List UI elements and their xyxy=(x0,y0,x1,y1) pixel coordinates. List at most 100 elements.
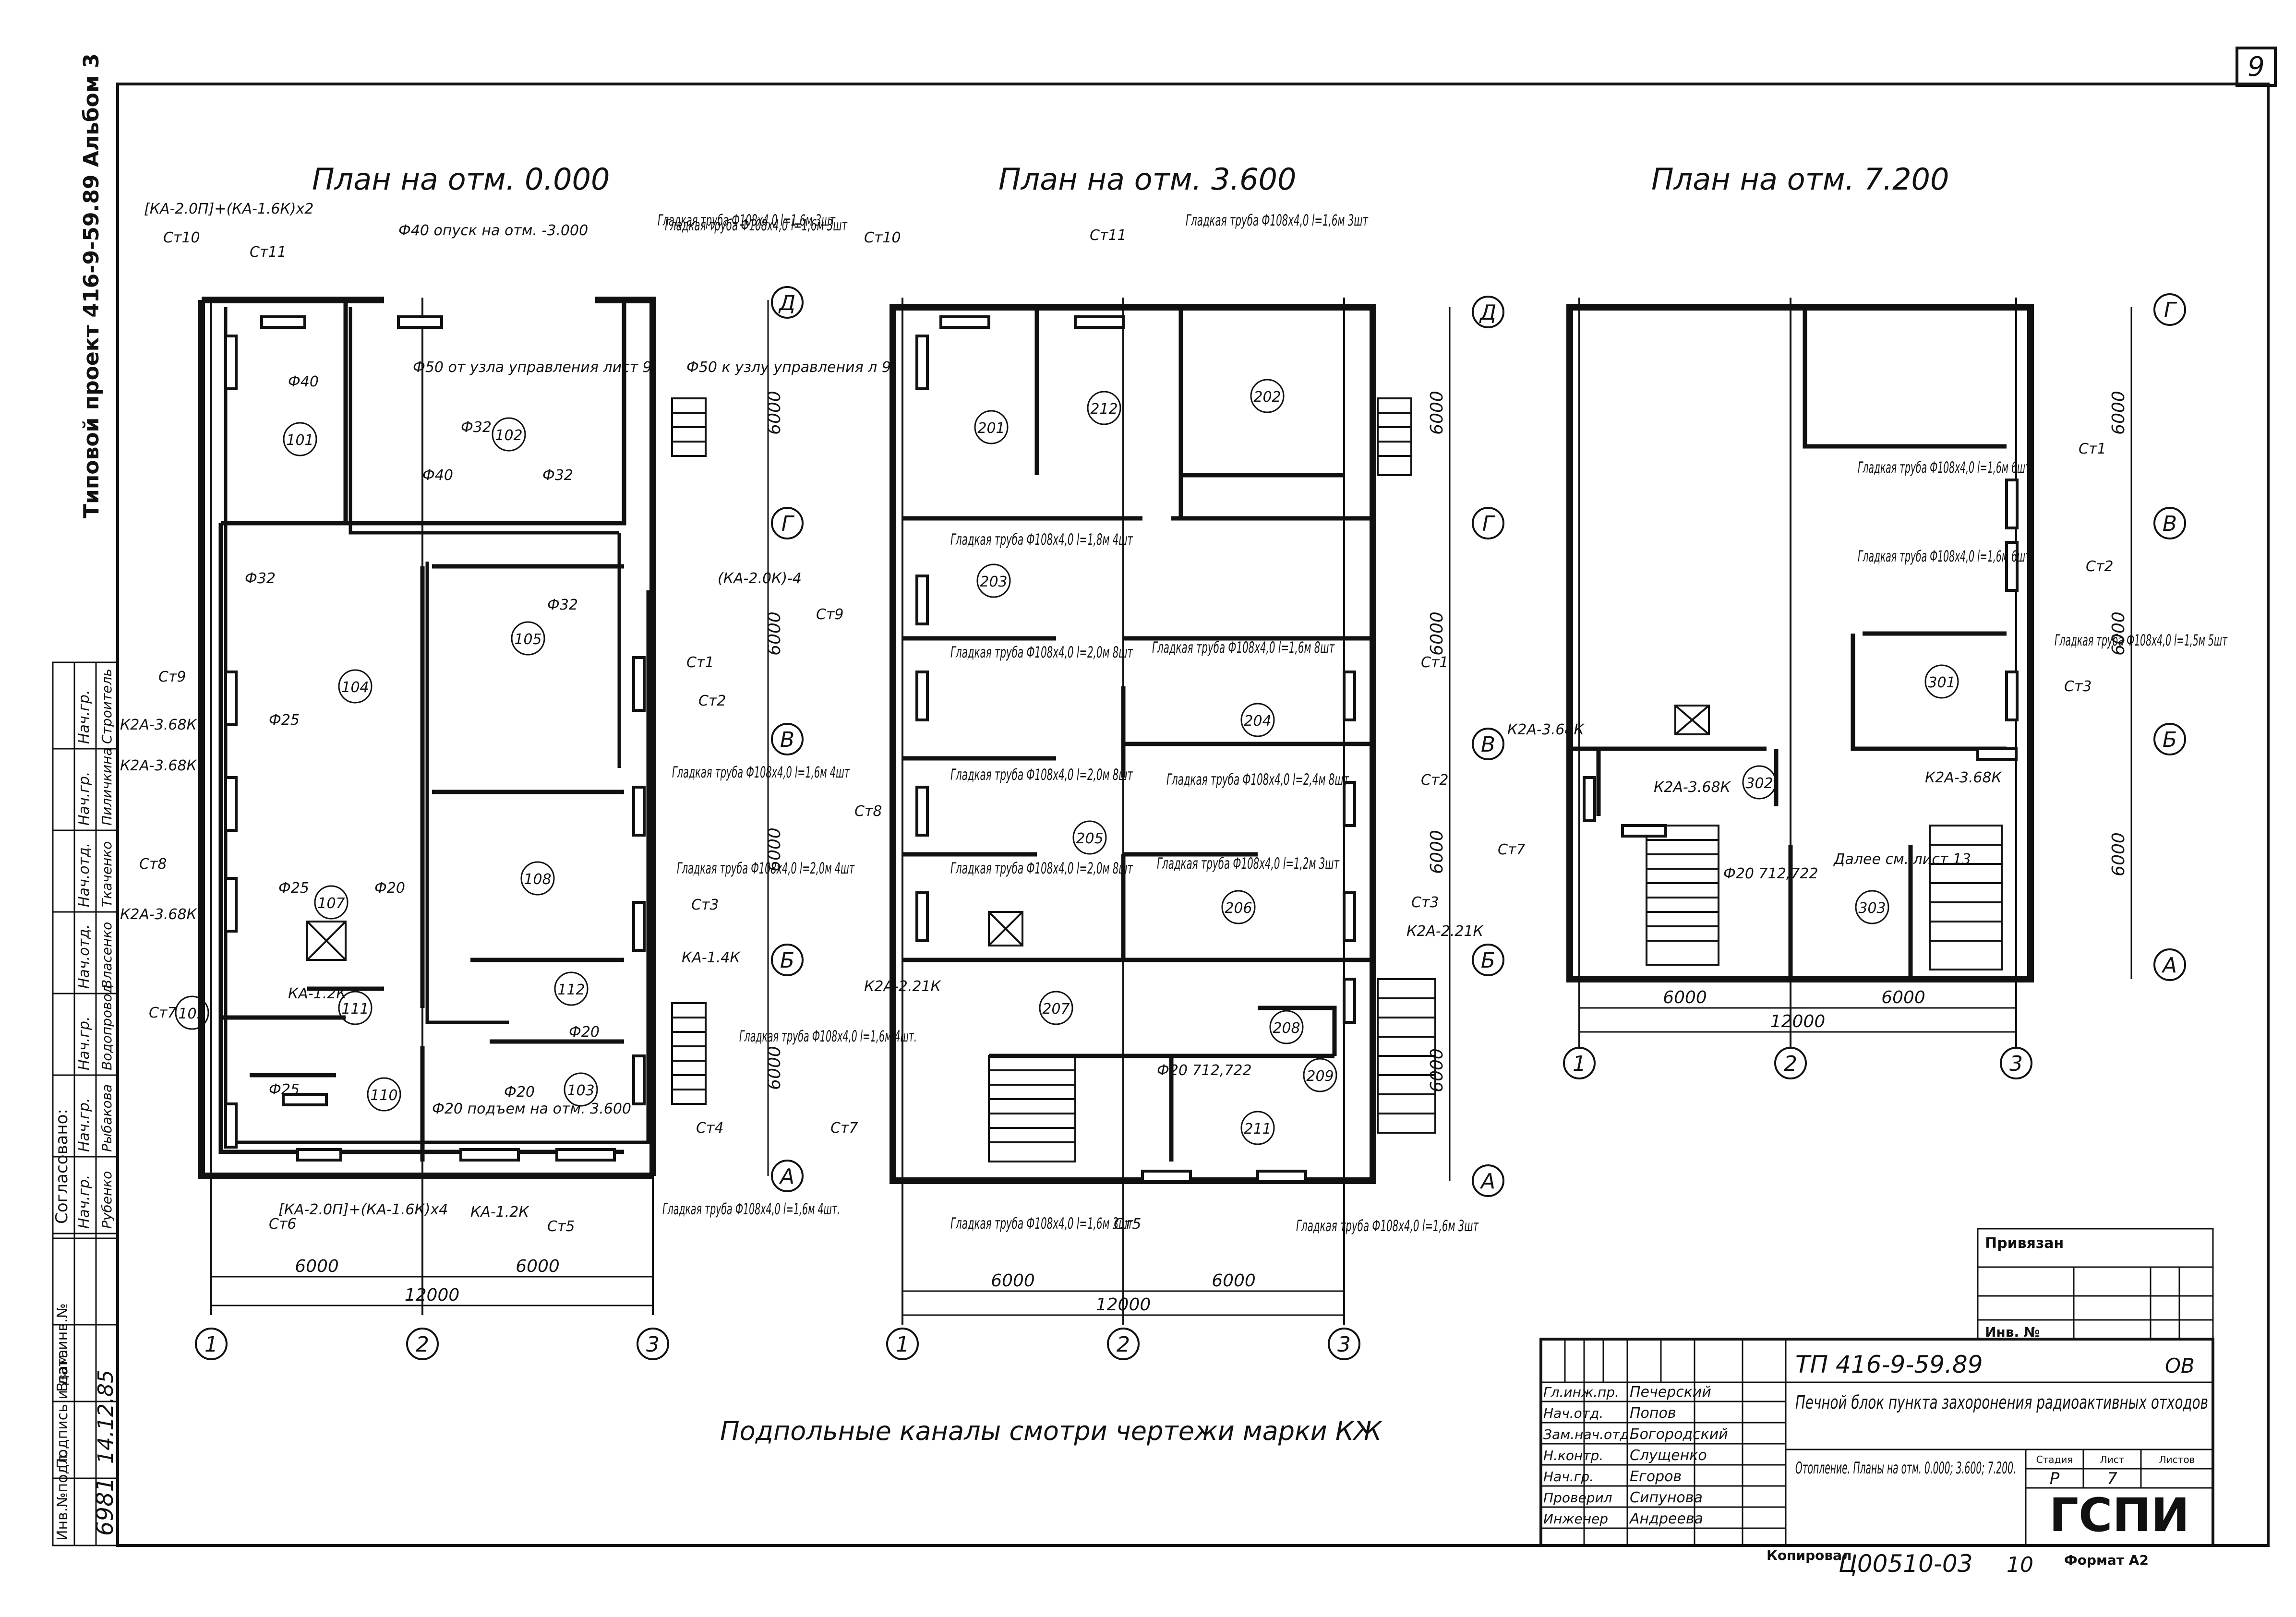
inv-no-label: Инв. № xyxy=(1985,1324,2040,1340)
approval-name: Водопровод xyxy=(99,984,115,1070)
room-number: 110 xyxy=(370,1087,397,1104)
sheet-value: 7 xyxy=(2107,1469,2117,1488)
approval-name: Пиличкина xyxy=(99,748,115,826)
axis-letter-2-2 xyxy=(2153,723,2186,755)
annotation: Ф32 xyxy=(461,419,492,436)
annotation: К2А-2.21К xyxy=(1406,923,1484,940)
staff-role: Нач.отд. xyxy=(1543,1405,1603,1421)
annotation: КА-1.2К xyxy=(288,985,347,1002)
axis-letter-2-3-label: А xyxy=(2161,953,2177,978)
dimension-label: 6000 xyxy=(1427,1048,1447,1092)
room-number: 203 xyxy=(980,574,1007,590)
annotation: (КА-2.0К)-4 xyxy=(718,570,802,587)
room-number: 303 xyxy=(1858,900,1886,917)
dimension-label: 6000 xyxy=(765,1046,784,1090)
sheet-title: Отопление. Планы на отм. 0.000; 3.600; 7… xyxy=(1795,1459,2016,1478)
annotation: Ст4 xyxy=(696,1120,724,1137)
annotation: Ст5 xyxy=(1114,1216,1142,1233)
axis-letter-0-0-label: Д xyxy=(778,291,795,315)
annotation: Ст3 xyxy=(2064,678,2092,695)
approval-role: Нач.отд. xyxy=(76,924,93,989)
axis-letter-0-4-label: А xyxy=(779,1164,794,1189)
dimension-label: 6000 xyxy=(2109,611,2128,656)
approval-role: Нач.гр. xyxy=(76,690,93,744)
sign-date-label: Подпись и дата xyxy=(54,1350,71,1469)
radiator xyxy=(1343,978,1356,1024)
axis-letter-2-3 xyxy=(2153,948,2186,981)
annotation: Ст7 xyxy=(149,1005,177,1021)
radiator xyxy=(224,671,238,726)
axis-number-2-0 xyxy=(1563,1047,1596,1079)
room-number: 202 xyxy=(1253,389,1281,406)
axis-number-2-2 xyxy=(2000,1047,2032,1079)
radiator xyxy=(915,891,929,942)
radiator xyxy=(632,656,646,712)
annotation: [КА-2.0П]+(КА-1.6К)х4 xyxy=(278,1201,448,1218)
annotation-block: Гладкая труба Ф108х4,0 l=1,5м 5шт xyxy=(2055,631,2228,649)
annotation: КА-1.2К xyxy=(470,1204,529,1221)
room-number: 112 xyxy=(557,982,585,998)
annotation: Ст9 xyxy=(158,669,186,685)
annotation: Ст3 xyxy=(691,897,719,913)
annotation-block: Гладкая труба Ф108х4,0 l=1,6м 4шт. xyxy=(662,1200,840,1218)
dimension-label: 6000 xyxy=(1212,1271,1256,1291)
annotation: Ф40 опуск на отм. -3.000 xyxy=(398,222,588,239)
dimension-label: 6000 xyxy=(765,391,784,435)
room-marker xyxy=(175,995,209,1030)
axis-letter-2-1-label: В xyxy=(2163,512,2177,536)
staff-name: Слущенко xyxy=(1630,1447,1707,1464)
approval-role: Нач.гр. xyxy=(76,1098,93,1152)
room-marker xyxy=(314,885,349,920)
axis-number-2-1 xyxy=(1774,1047,1807,1079)
room-number: 302 xyxy=(1745,775,1773,792)
annotation-block: Гладкая труба Ф108х4,0 l=1,6м 4шт. xyxy=(739,1027,917,1045)
room-number: 209 xyxy=(1306,1068,1334,1085)
footnote: Подпольные каналы смотри чертежи марки К… xyxy=(720,1416,1383,1446)
annotation: Ф20 подъем на отм. 3.600 xyxy=(432,1101,631,1117)
radiator xyxy=(1343,781,1356,827)
radiator xyxy=(632,901,646,952)
staff-name: Егоров xyxy=(1630,1468,1682,1485)
inv-label: Инв.№подл. xyxy=(54,1450,71,1541)
annotation: Ф25 xyxy=(278,880,309,897)
radiator xyxy=(1141,1170,1192,1183)
annotation: Ст2 xyxy=(698,693,726,709)
sheets-label: Листов xyxy=(2159,1454,2195,1465)
annotation: Ст5 xyxy=(547,1218,575,1235)
radiator xyxy=(282,1093,328,1106)
axis-letter-1-1 xyxy=(1472,507,1504,539)
org-name: ГСПИ xyxy=(2049,1488,2189,1542)
annotation: Ст2 xyxy=(1421,772,1449,789)
annotation-block: Гладкая труба Ф108х4,0 l=1,6м 4шт xyxy=(672,763,850,781)
sheet-frame xyxy=(116,83,2270,1547)
radiator xyxy=(915,786,929,837)
axis-number-0-1-label: 2 xyxy=(416,1332,429,1357)
project-code: ТП 416-9-59.89 xyxy=(1795,1351,1983,1378)
axis-letter-1-4-label: А xyxy=(1479,1169,1495,1194)
room-number: 109 xyxy=(178,1006,205,1022)
room-marker xyxy=(1269,1010,1304,1044)
annotation: Ф25 xyxy=(269,712,300,729)
annotation-block: Гладкая труба Ф108х4,0 l=1,6м 3шт xyxy=(950,1214,1133,1233)
radiator xyxy=(555,1148,616,1162)
room-marker xyxy=(367,1077,401,1112)
dimension-label: 6000 xyxy=(2109,391,2128,435)
room-number: 103 xyxy=(567,1082,594,1099)
room-marker xyxy=(492,417,526,452)
axis-number-1-1-label: 2 xyxy=(1117,1332,1130,1357)
axis-letter-2-0-label: Г xyxy=(2164,298,2177,323)
annotation: К2А-3.68К xyxy=(1925,769,2003,786)
dimension-label: 12000 xyxy=(1096,1295,1151,1315)
room-number: 105 xyxy=(514,631,541,648)
radiator xyxy=(915,671,929,721)
copied-label: Копировал xyxy=(1767,1547,1852,1563)
staff-role: Инженер xyxy=(1543,1511,1608,1527)
annotation: Ф50 к узлу управления л 9 xyxy=(686,359,891,376)
dimension-label: 6000 xyxy=(1427,830,1447,874)
annotation-block: Гладкая труба Ф108х4,0 l=1,2м 3шт xyxy=(1157,854,1340,873)
annotation-block: Гладкая труба Ф108х4,0 l=1,8м 4шт xyxy=(950,530,1133,549)
plan-title-1: План на отм. 3.600 xyxy=(998,162,1296,197)
annotation: КА-1.4К xyxy=(682,949,741,966)
radiator xyxy=(1583,776,1596,822)
